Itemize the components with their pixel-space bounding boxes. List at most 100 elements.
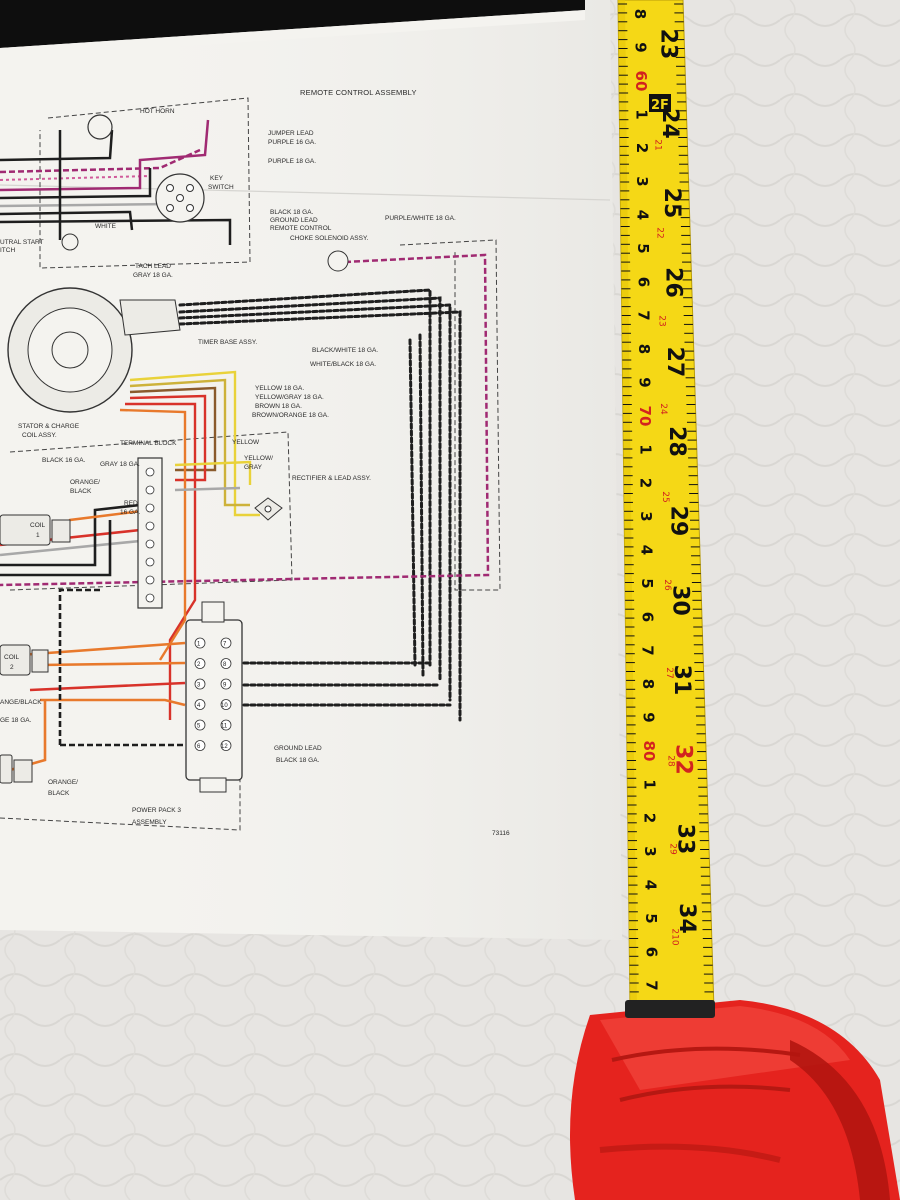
label-orange-black-b2: BLACK bbox=[48, 790, 70, 797]
rectifier bbox=[254, 497, 283, 521]
label-switch: SWITCH bbox=[208, 184, 234, 191]
timer-harness bbox=[178, 288, 462, 722]
tape-cm-number: 7 bbox=[639, 645, 657, 655]
power-pack-terminal bbox=[220, 678, 232, 690]
label-white-black: WHITE/BLACK 18 GA. bbox=[310, 361, 376, 368]
tape-cm-number: 3 bbox=[637, 511, 655, 521]
tape-inch-number: 33 bbox=[672, 824, 697, 855]
label-jumper-lead-2: PURPLE 16 GA. bbox=[268, 139, 316, 146]
power-pack-terminal-label: 8 bbox=[223, 662, 227, 668]
label-jumper-lead: JUMPER LEAD bbox=[268, 130, 314, 137]
tape-cm-number: 7 bbox=[635, 310, 653, 320]
tape-cm-number: 9 bbox=[636, 377, 654, 387]
label-orange-black-b: ORANGE/ bbox=[48, 779, 78, 786]
tape-cm-number: 2 bbox=[633, 143, 651, 153]
tape-small-red-number: 22 bbox=[654, 227, 664, 238]
label-remote-control-2: REMOTE CONTROL bbox=[270, 225, 332, 232]
tape-case bbox=[570, 1000, 900, 1200]
label-black-white: BLACK/WHITE 18 GA. bbox=[312, 347, 378, 354]
tape-cm-number: 3 bbox=[641, 846, 659, 856]
label-black-16: BLACK 16 GA. bbox=[42, 457, 86, 464]
power-pack-terminal-label: 1 bbox=[197, 642, 201, 648]
label-timer-base: TIMER BASE ASSY. bbox=[198, 339, 257, 346]
tape-cm-number: 2 bbox=[641, 813, 659, 823]
tape-cm-number: 5 bbox=[642, 913, 660, 923]
tape-cm-number: 8 bbox=[639, 679, 657, 689]
tape-small-red-number: 21 bbox=[653, 139, 663, 150]
tape-cm-number: 8 bbox=[631, 9, 649, 19]
tape-small-red-number: 26 bbox=[662, 579, 672, 591]
label-neutral-start-2: ITCH bbox=[0, 247, 15, 254]
label-part-number: 73116 bbox=[492, 830, 510, 837]
label-brown-18: BROWN 18 GA. bbox=[255, 403, 302, 410]
terminal-block bbox=[137, 457, 163, 609]
label-red-16: RED bbox=[124, 500, 138, 507]
power-pack-terminal-label: 10 bbox=[221, 703, 228, 709]
ignition-coils bbox=[0, 514, 71, 784]
tape-small-red-number: 29 bbox=[668, 843, 678, 855]
tape-cm-number: 4 bbox=[634, 210, 652, 220]
label-red-16-2: 16 GA. bbox=[120, 509, 140, 516]
power-pack-terminal bbox=[194, 719, 206, 731]
label-coil-2-num: 2 bbox=[10, 664, 14, 671]
tape-cm-number: 70 bbox=[636, 406, 654, 427]
tape-inch-number: 30 bbox=[667, 585, 692, 616]
black-header-band bbox=[0, 0, 585, 48]
stator-assembly bbox=[7, 287, 181, 413]
tape-small-red-number: 27 bbox=[664, 667, 674, 678]
wiring-diagram-sheet bbox=[0, 0, 622, 940]
label-brown-orange-18: BROWN/ORANGE 18 GA. bbox=[252, 412, 329, 419]
label-power-pack: POWER PACK 3 bbox=[132, 807, 181, 814]
label-coil-1-num: 1 bbox=[36, 532, 40, 539]
label-yellow-gray-18: YELLOW/GRAY 18 GA. bbox=[255, 394, 324, 401]
tape-cm-number: 1 bbox=[640, 779, 658, 789]
label-key: KEY bbox=[210, 175, 224, 182]
label-purple-18: PURPLE 18 GA. bbox=[268, 158, 316, 165]
label-white: WHITE bbox=[95, 223, 117, 230]
label-orange-black-2: BLACK bbox=[70, 488, 92, 495]
remote-wires bbox=[0, 119, 232, 245]
label-yellow-18: YELLOW 18 GA. bbox=[255, 385, 304, 392]
power-pack-terminal bbox=[220, 719, 232, 731]
power-pack-terminal bbox=[220, 740, 232, 751]
tape-small-red-number: 210 bbox=[669, 928, 679, 945]
label-gray-18: GRAY 18 GA. bbox=[100, 461, 140, 468]
label-rectifier: RECTIFIER & LEAD ASSY. bbox=[292, 475, 371, 482]
label-yellow: YELLOW bbox=[232, 439, 260, 446]
tape-small-red-number: 28 bbox=[666, 755, 676, 767]
label-black-18: BLACK 18 GA. bbox=[270, 209, 314, 216]
tape-cm-number: 6 bbox=[642, 947, 660, 957]
label-neutral-start: UTRAL START bbox=[0, 239, 44, 246]
label-tach-lead: TACH LEAD bbox=[135, 263, 171, 270]
tape-small-red-number: 23 bbox=[656, 315, 666, 326]
label-coil-2: COIL bbox=[4, 654, 20, 661]
tape-cm-number: 80 bbox=[640, 741, 658, 762]
tape-marker: 2F bbox=[649, 94, 671, 113]
label-stator-2: COIL ASSY. bbox=[22, 432, 57, 439]
label-ground-lead: GROUND LEAD bbox=[270, 217, 318, 224]
label-power-pack-2: ASSEMBLY bbox=[132, 819, 167, 826]
label-ange-black: ANGE/BLACK bbox=[0, 699, 42, 706]
power-pack-terminal bbox=[220, 637, 232, 649]
power-pack-terminal-label: 11 bbox=[221, 724, 228, 730]
tape-inch-number: 24 bbox=[657, 108, 682, 139]
tape-marker-text: 2F bbox=[651, 98, 669, 113]
label-hot-horn: HOT HORN bbox=[140, 108, 175, 115]
diagram-labels: REMOTE CONTROL ASSEMBLY HOT HORN JUMPER … bbox=[0, 88, 510, 837]
tape-inch-number: 28 bbox=[664, 426, 689, 457]
power-pack-terminal bbox=[194, 740, 206, 751]
power-pack-terminal-label: 12 bbox=[221, 744, 228, 750]
tape-inch-number: 31 bbox=[669, 665, 694, 696]
tape-cm-number: 8 bbox=[635, 344, 653, 354]
tape-cm-number: 9 bbox=[632, 42, 650, 52]
tape-cm-number: 6 bbox=[634, 277, 652, 287]
power-pack-terminal-label: 6 bbox=[197, 744, 201, 750]
tape-cm-number: 2 bbox=[637, 478, 655, 488]
label-ge-18: GE 18 GA. bbox=[0, 717, 32, 724]
power-pack-terminal-label: 7 bbox=[223, 642, 227, 648]
label-remote-control: REMOTE CONTROL ASSEMBLY bbox=[300, 88, 417, 97]
tape-cm-number: 4 bbox=[638, 545, 656, 555]
tape-inch-number: 25 bbox=[659, 188, 684, 219]
